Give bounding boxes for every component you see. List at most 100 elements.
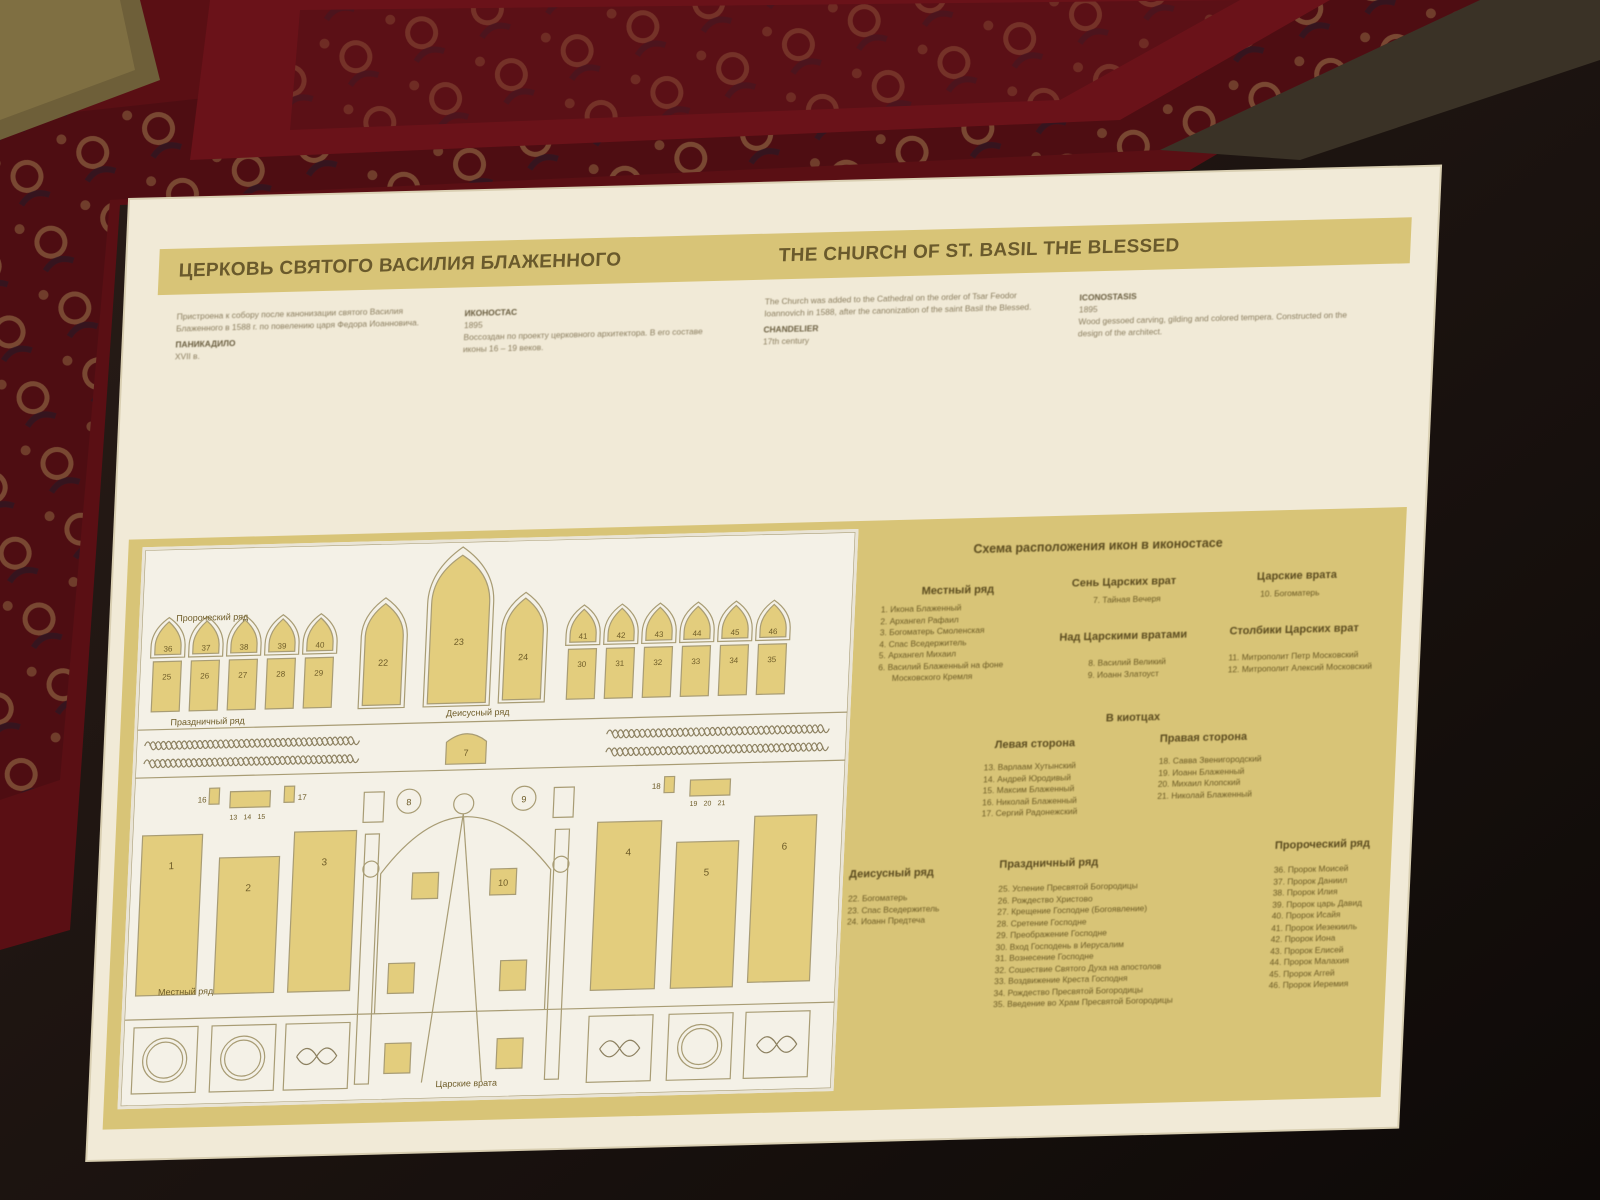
carving (346, 754, 360, 764)
royal-doors-arch (373, 816, 552, 1014)
legend-left-side: Левая сторона 13. Варлаам Хутынский 14. … (981, 735, 1145, 820)
prophetic-icon (607, 607, 635, 642)
legend-heading: Левая сторона (994, 737, 1076, 752)
carving (300, 737, 314, 747)
legend-item: 46. Пророк Иеремия (1268, 978, 1349, 991)
legend-title: Схема расположения икон в иконостасе (973, 535, 1224, 557)
pedestal-panel (130, 1025, 199, 1095)
schema-line (462, 813, 482, 1082)
carving (252, 756, 266, 766)
legend-deesis-row: Деисусный ряд 22. Богоматерь 23. Спас Вс… (847, 865, 990, 928)
royal-door-icon (498, 959, 528, 992)
carving (232, 739, 246, 749)
prophetic-icon (569, 608, 597, 643)
carving (227, 739, 241, 749)
pillar-shaft (353, 833, 381, 1085)
festive-icon-number: 25 (162, 672, 172, 681)
niche-icon-number: 19 (689, 801, 697, 808)
niche-icon-number: 18 (652, 782, 662, 791)
carving (143, 759, 157, 769)
carving (226, 757, 240, 767)
legend-local-row: Местный ряд 1. Икона Блаженный 2. Арханг… (878, 582, 1062, 685)
carving (341, 736, 355, 746)
info-plaque: ЦЕРКОВЬ СВЯТОГО ВАСИЛИЯ БЛАЖЕННОГО THE C… (87, 166, 1440, 1161)
royal-door-icon (489, 867, 518, 896)
pedestal-ornament (756, 1035, 798, 1054)
royal-door-icon-number: 10 (498, 878, 508, 888)
carving (248, 738, 262, 748)
row-label-local: Местный ряд (158, 986, 214, 997)
carving (190, 740, 205, 750)
carving (216, 739, 231, 749)
schema-line (137, 711, 848, 731)
local-icon-number: 4 (625, 847, 631, 858)
festive-icon-number: 35 (767, 655, 777, 664)
prophetic-icon-number: 46 (768, 627, 778, 636)
text-heading: CHANDELIER (763, 323, 819, 335)
carving (320, 754, 334, 764)
festive-icon-number: 30 (577, 660, 587, 669)
festive-icon (302, 656, 335, 709)
row-label-prophetic: Пророческий ряд (176, 611, 249, 623)
medallion (511, 785, 537, 811)
carving (180, 740, 194, 750)
festive-icon (565, 647, 598, 700)
pillar-medallion (362, 860, 380, 878)
local-icon (134, 833, 204, 997)
carving (815, 742, 830, 752)
festive-icon-number: 34 (729, 656, 739, 665)
legend-heading: Царские врата (1256, 568, 1338, 583)
legend-item: 7. Тайная Вечеря (1092, 593, 1161, 605)
local-icon (746, 814, 818, 983)
local-icon (589, 820, 663, 991)
prophetic-icon-number: 44 (692, 629, 702, 638)
carving (153, 759, 167, 769)
pedestal-panel (208, 1023, 277, 1093)
carving (164, 740, 179, 750)
carving (175, 740, 189, 750)
text-subheading: 1895 (1078, 304, 1098, 315)
festive-icon-number: 28 (276, 669, 286, 678)
pedestal-panel (742, 1010, 811, 1079)
schema-line (135, 759, 846, 779)
festive-icon (679, 645, 712, 698)
carving (196, 740, 210, 750)
prophetic-icon (759, 603, 787, 639)
text-heading: ICONOSTASIS (1079, 291, 1137, 303)
row-label-royal-doors: Царские врата (435, 1078, 497, 1090)
legend-heading: Над Царскими вратами (1059, 628, 1188, 644)
carving (310, 737, 324, 747)
legend-royal-doors: Царские врата 10. Богоматерь (1256, 567, 1397, 600)
legend-heading: Пророческий ряд (1274, 837, 1371, 853)
carving (278, 755, 292, 765)
carving (174, 758, 188, 768)
festive-icon (188, 659, 221, 712)
prophetic-icon (645, 606, 673, 641)
carving (288, 755, 303, 765)
niche-icon-number: 17 (298, 793, 308, 802)
prophetic-icon-number: 45 (730, 628, 740, 637)
carving (205, 757, 219, 767)
carving (257, 756, 271, 766)
festive-icon (603, 646, 636, 699)
carving (242, 756, 256, 766)
text-paragraph: Пристроена к собору после канонизации св… (175, 305, 420, 334)
carving (221, 757, 235, 767)
carving (148, 759, 162, 769)
prophetic-icon (192, 620, 220, 655)
pedestal-panel (665, 1012, 734, 1081)
text-column-en-2: ICONOSTASIS 1895 Wood gessoed carving, g… (1078, 280, 1370, 339)
carving (279, 737, 293, 747)
carving (294, 737, 309, 747)
deesis-icon-number: 24 (518, 652, 528, 662)
royal-door-icon (383, 1042, 412, 1075)
niche-icon-number: 21 (717, 800, 725, 807)
text-subheading: 1895 (463, 319, 483, 331)
carpet (0, 0, 1480, 950)
prophetic-icon-number: 43 (654, 630, 664, 639)
carving (170, 740, 184, 750)
row-label-festive: Праздничный ряд (170, 715, 245, 727)
prophetic-icon-number: 42 (616, 631, 626, 640)
carving (201, 739, 215, 749)
text-paragraph: The Church was added to the Cathedral on… (763, 290, 1032, 319)
